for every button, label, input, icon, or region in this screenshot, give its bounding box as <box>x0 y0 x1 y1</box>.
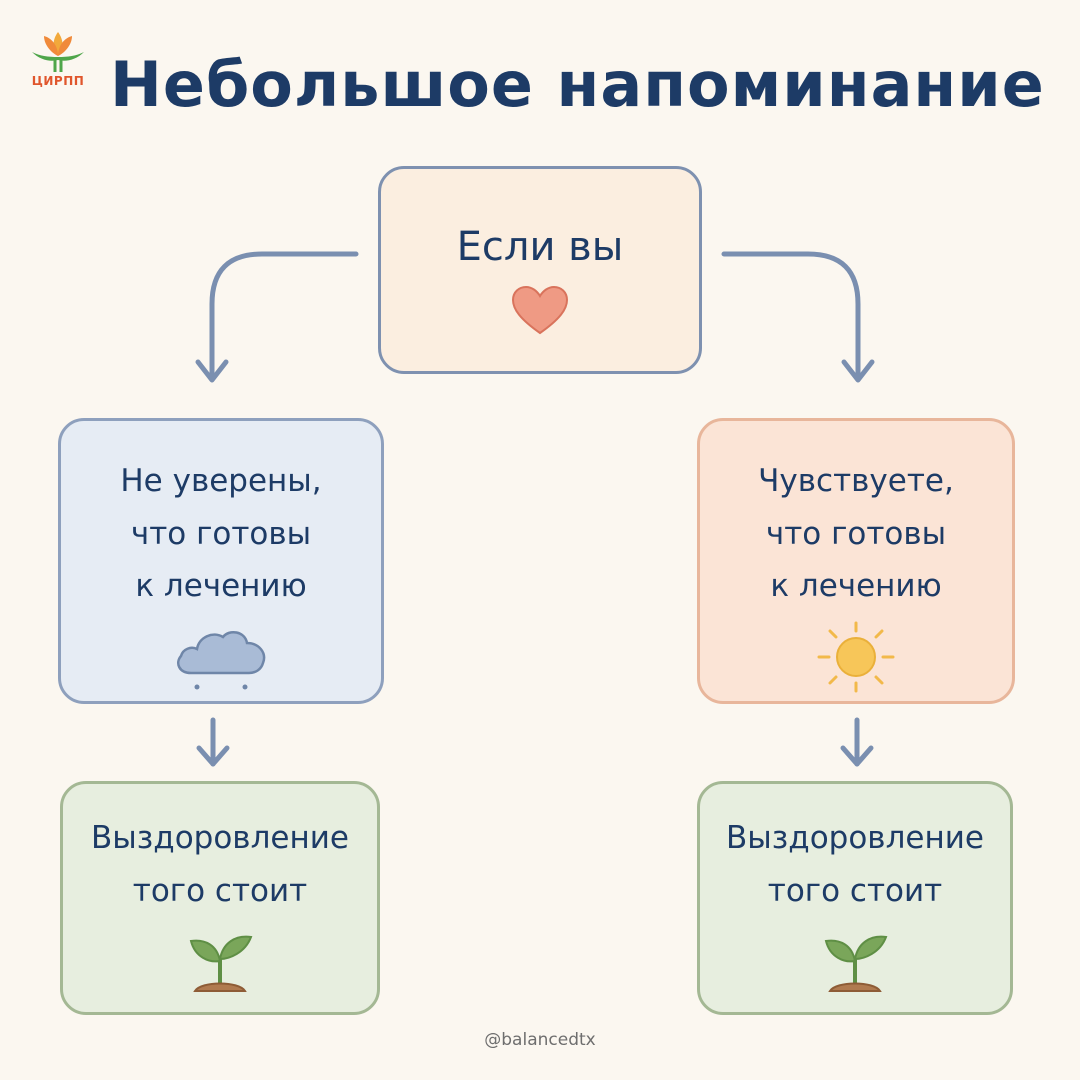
left-result-label: Выздоровление того стоит <box>91 820 349 909</box>
cloud-icon <box>177 631 266 690</box>
logo-text: ЦИРПП <box>31 74 85 88</box>
arrowhead-top-to-right <box>841 359 875 383</box>
ready-box: Чувствуете, что готовы к лечению <box>697 418 1015 704</box>
arrow-top-to-left <box>209 251 359 381</box>
start-label: Если вы <box>456 224 624 270</box>
start-box: Если вы <box>378 166 702 374</box>
unsure-label: Не уверены, что готовы к лечению <box>120 463 322 605</box>
sprout-icon <box>189 936 253 993</box>
arrow-top-to-right <box>721 251 861 381</box>
author-handle: @balancedtx <box>484 1030 596 1050</box>
arrowhead-top-to-left <box>195 359 229 383</box>
arrowhead-left-to-result <box>196 745 230 767</box>
logo: ЦИРПП <box>22 26 94 98</box>
unsure-box: Не уверены, что готовы к лечению <box>58 418 384 704</box>
ready-label: Чувствуете, что готовы к лечению <box>758 463 954 605</box>
page-title: Небольшое напоминание <box>110 48 1045 121</box>
right-result-label: Выздоровление того стоит <box>726 820 984 909</box>
heart-icon <box>511 285 569 335</box>
sun-icon <box>817 621 895 693</box>
sprout-icon <box>824 936 888 993</box>
right-result-box: Выздоровление того стоит <box>697 781 1013 1015</box>
arrowhead-right-to-result <box>840 745 874 767</box>
lotus-hands-icon <box>32 32 84 72</box>
left-result-box: Выздоровление того стоит <box>60 781 380 1015</box>
